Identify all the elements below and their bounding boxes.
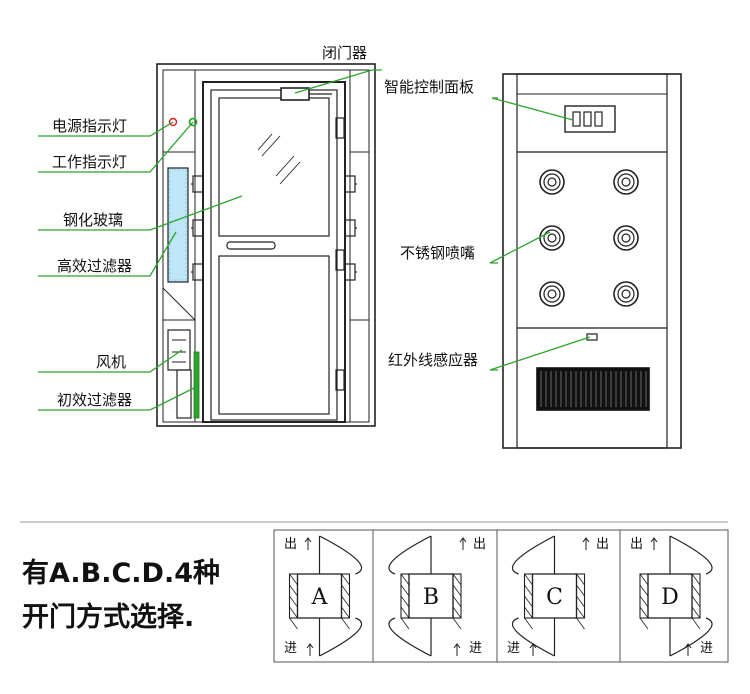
label-hepa-filter: 高效过滤器 [57, 257, 132, 275]
exit-arrow-icon [459, 537, 467, 550]
label-tempered-glass: 钢化玻璃 [63, 211, 123, 229]
door-frame [202, 81, 346, 423]
door-leaf [210, 89, 338, 421]
door-handle [226, 241, 276, 250]
nozzle [613, 281, 639, 307]
enter-label: 进 [284, 641, 297, 656]
caption-line-1: 有A.B.C.D.4种 [22, 558, 220, 589]
nozzle [539, 169, 565, 195]
door-mode-letter: A [311, 585, 329, 610]
caption-line-2: 开门方式选择. [22, 601, 194, 633]
control-panel-shape [564, 105, 616, 133]
label-pre-filter: 初效过滤器 [57, 391, 132, 409]
label-fan: 风机 [96, 353, 126, 371]
exit-label: 出 [473, 537, 486, 552]
exit-arrow-icon [650, 537, 658, 550]
enter-label: 进 [700, 641, 713, 656]
hepa-filter-shape [167, 167, 189, 283]
door-mode-b: B 出进 [372, 529, 498, 663]
nozzle [613, 225, 639, 251]
door-lower-panel [218, 255, 330, 415]
fan-shape [167, 329, 191, 371]
work-indicator-light [188, 117, 198, 127]
power-indicator-light [168, 117, 178, 127]
label-work-light: 工作指示灯 [52, 153, 127, 171]
label-power-light: 电源指示灯 [52, 117, 127, 135]
exit-label: 出 [630, 537, 643, 552]
door-mode-c: C 出进 [496, 529, 621, 663]
leader-lines [38, 69, 591, 411]
door-mode-letter: B [423, 585, 439, 610]
enter-arrow-icon [529, 643, 537, 656]
enter-label: 进 [469, 641, 482, 656]
nozzle [539, 281, 565, 307]
enter-label: 进 [507, 641, 520, 656]
enter-arrow-icon [684, 643, 692, 656]
exit-arrow-icon [304, 537, 312, 550]
enter-arrow-icon [306, 643, 314, 656]
exit-label: 出 [284, 537, 297, 552]
label-door-closer: 闭门器 [322, 44, 367, 62]
front-cabinet-outline [156, 63, 376, 427]
label-control-panel: 智能控制面板 [384, 78, 474, 96]
door-mode-letter: C [546, 585, 563, 610]
label-nozzle: 不锈钢喷嘴 [400, 244, 475, 262]
door-mode-a: A 出进 [273, 529, 374, 663]
door-mode-d: D 出进 [619, 529, 729, 663]
ir-sensor-shape [586, 333, 598, 341]
front-view [156, 63, 376, 427]
door-mode-panels: A 出进 B 出进 C 出进 D 出进 [273, 529, 729, 663]
glass-window [218, 97, 330, 237]
exit-label: 出 [596, 537, 609, 552]
vent-grille [536, 367, 650, 411]
label-ir-sensor: 红外线感应器 [388, 351, 478, 369]
door-mode-letter: D [661, 585, 679, 610]
nozzle [613, 169, 639, 195]
exit-arrow-icon [582, 537, 590, 550]
enter-arrow-icon [453, 643, 461, 656]
side-view [502, 73, 682, 449]
pre-filter-shape [176, 369, 192, 419]
nozzle [539, 225, 565, 251]
